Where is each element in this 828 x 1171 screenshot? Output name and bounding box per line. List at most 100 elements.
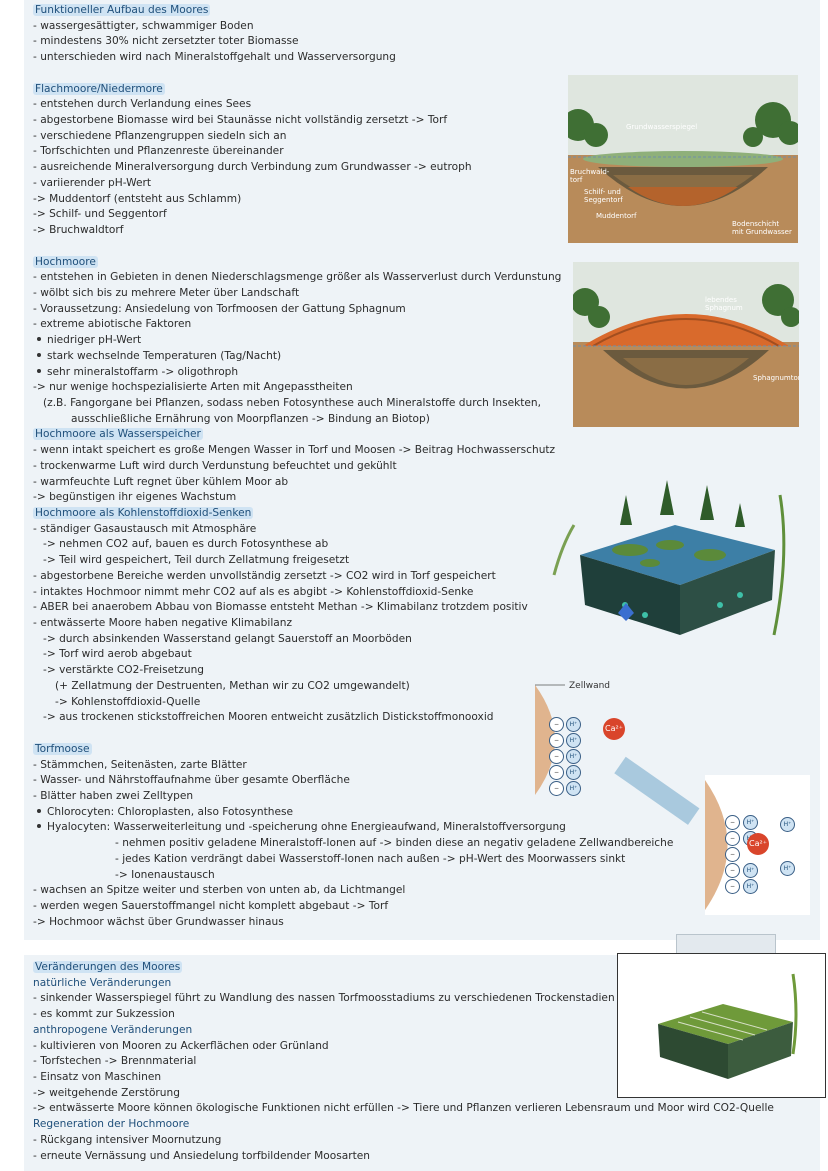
- text-line: -> aus trockenen stickstoffreichen Moore…: [33, 710, 673, 726]
- text-line: - werden wegen Sauerstoffmangel nicht ko…: [33, 899, 673, 915]
- text-line: - Torfstechen -> Brennmaterial: [33, 1054, 774, 1070]
- text-line: - sinkender Wasserspiegel führt zu Wandl…: [33, 991, 774, 1007]
- text-line: -> Hochmoor wächst über Grundwasser hina…: [33, 915, 673, 931]
- text-content: -> Hochmoor wächst über Grundwasser hina…: [33, 915, 284, 928]
- text-content: -> weitgehende Zerstörung: [33, 1086, 180, 1099]
- text-line: - wassergesättigter, schwammiger Boden: [33, 19, 673, 35]
- text-content: -> Muddentorf (entsteht aus Schlamm): [33, 192, 242, 205]
- text-content: niedriger pH-Wert: [47, 334, 142, 347]
- text-content: -> Bruchwaldtorf: [33, 224, 124, 237]
- bullet-icon: [37, 352, 41, 357]
- text-content: - Stämmchen, Seitenästen, zarte Blätter: [33, 758, 247, 771]
- text-line: -> nehmen CO2 auf, bauen es durch Fotosy…: [33, 537, 673, 553]
- text-line: -> entwässerte Moore können ökologische …: [33, 1101, 774, 1117]
- text-line: stark wechselnde Temperaturen (Tag/Nacht…: [33, 349, 673, 365]
- text-content: - Wasser- und Nährstoffaufnahme über ges…: [33, 774, 350, 787]
- text-content: - verschiedene Pflanzengruppen siedeln s…: [33, 129, 287, 142]
- flachmoor-illustration: Grundwasserspiegel Bruchwald-torf Schilf…: [568, 75, 798, 243]
- text-content: - ständiger Gasaustausch mit Atmosphäre: [33, 522, 257, 535]
- text-content: - intaktes Hochmoor nimmt mehr CO2 auf a…: [33, 585, 474, 598]
- text-content: -> Kohlenstoffdioxid-Quelle: [55, 695, 201, 708]
- text-content: - werden wegen Sauerstoffmangel nicht ko…: [33, 899, 389, 912]
- hydrogen-ion: H⁺: [566, 717, 581, 732]
- text-content: - Einsatz von Maschinen: [33, 1071, 162, 1084]
- text-line: sehr mineralstoffarm -> oligothroph: [33, 365, 673, 381]
- text-content: - sinkender Wasserspiegel führt zu Wandl…: [33, 992, 615, 1005]
- text-content: - wölbt sich bis zu mehrere Meter über L…: [33, 286, 300, 299]
- text-content: - abgestorbene Biomasse wird bei Staunäs…: [33, 114, 448, 127]
- hydrogen-ion: H⁺: [566, 765, 581, 780]
- text-content: - kultivieren von Mooren zu Ackerflächen…: [33, 1039, 329, 1052]
- text-line: -> durch absinkenden Wasserstand gelangt…: [33, 632, 673, 648]
- text-line: - Wasser- und Nährstoffaufnahme über ges…: [33, 773, 673, 789]
- text-content: - entstehen in Gebieten in denen Nieders…: [33, 271, 562, 284]
- subheading: natürliche Veränderungen: [33, 976, 172, 989]
- section-heading: Flachmoore/Niedermore: [33, 82, 165, 95]
- text-content: - jedes Kation verdrängt dabei Wassersto…: [115, 852, 626, 865]
- text-line: - abgestorbene Bereiche werden unvollstä…: [33, 569, 673, 585]
- text-line: - abgestorbene Biomasse wird bei Staunäs…: [33, 113, 673, 129]
- text-content: (z.B. Fangorgane bei Pflanzen, sodass ne…: [43, 396, 542, 409]
- text-content: -> aus trockenen stickstoffreichen Moore…: [43, 711, 494, 724]
- hydrogen-ion: H⁺: [743, 879, 758, 894]
- bullet-icon: [37, 808, 41, 813]
- text-line: ausschließliche Ernährung von Moorpflanz…: [33, 412, 673, 428]
- text-content: Hyalocyten: Wasserweiterleitung und -spe…: [47, 821, 566, 834]
- negative-charge-icon: −: [725, 815, 740, 830]
- text-line: - wölbt sich bis zu mehrere Meter über L…: [33, 286, 673, 302]
- text-content: - nehmen positiv geladene Mineralstoff-I…: [115, 837, 674, 850]
- text-line: - Stämmchen, Seitenästen, zarte Blätter: [33, 758, 673, 774]
- text-line: -> weitgehende Zerstörung: [33, 1086, 774, 1102]
- section-heading: Hochmoore: [33, 255, 98, 268]
- text-content: sehr mineralstoffarm -> oligothroph: [47, 365, 239, 378]
- text-line: - nehmen positiv geladene Mineralstoff-I…: [33, 836, 673, 852]
- text-content: - mindestens 30% nicht zersetzter toter …: [33, 35, 299, 48]
- text-content: - wachsen an Spitze weiter und sterben v…: [33, 884, 406, 897]
- text-content: -> Teil wird gespeichert, Teil durch Zel…: [43, 554, 350, 567]
- text-content: -> durch absinkenden Wasserstand gelangt…: [43, 632, 412, 645]
- text-line: - verschiedene Pflanzengruppen siedeln s…: [33, 129, 673, 145]
- text-content: - variierender pH-Wert: [33, 176, 151, 189]
- label-zellwand: Zellwand: [569, 681, 610, 691]
- negative-charge-icon: −: [549, 733, 564, 748]
- text-line: -> Schilf- und Seggentorf: [33, 207, 673, 223]
- text-line: -> verstärkte CO2-Freisetzung: [33, 663, 673, 679]
- text-line: - erneute Vernässung und Ansiedelung tor…: [33, 1149, 774, 1165]
- text-content: - ausreichende Mineralversorgung durch V…: [33, 161, 472, 174]
- bullet-icon: [37, 337, 41, 342]
- negative-charge-icon: −: [725, 831, 740, 846]
- text-line: Hyalocyten: Wasserweiterleitung und -spe…: [33, 820, 673, 836]
- text-content: Chlorocyten: Chloroplasten, also Fotosyn…: [47, 805, 294, 818]
- text-line: Torfmoose: [33, 742, 673, 758]
- text-content: ausschließliche Ernährung von Moorpflanz…: [71, 412, 430, 425]
- negative-charge-icon: −: [549, 765, 564, 780]
- text-line: Chlorocyten: Chloroplasten, also Fotosyn…: [33, 805, 673, 821]
- subheading: anthropogene Veränderungen: [33, 1023, 193, 1036]
- text-content: - Blätter haben zwei Zelltypen: [33, 789, 194, 802]
- text-line: Regeneration der Hochmoore: [33, 1117, 774, 1133]
- text-line: - wenn intakt speichert es große Mengen …: [33, 443, 673, 459]
- text-line: - entstehen in Gebieten in denen Nieders…: [33, 270, 673, 286]
- label-sphagnumtorf: Sphagnumtorf: [753, 374, 799, 382]
- hydrogen-ion: H⁺: [743, 815, 758, 830]
- text-line: - entstehen durch Verlandung eines Sees: [33, 97, 673, 113]
- text-content: - warmfeuchte Luft regnet über kühlem Mo…: [33, 475, 289, 488]
- hydrogen-ion: H⁺: [566, 781, 581, 796]
- hydrogen-ion: H⁺: [743, 863, 758, 878]
- text-content: - trockenwarme Luft wird durch Verdunstu…: [33, 459, 397, 472]
- text-content: (+ Zellatmung der Destruenten, Methan wi…: [55, 679, 410, 692]
- text-content: - entstehen durch Verlandung eines Sees: [33, 98, 252, 111]
- text-line: Hochmoore: [33, 255, 673, 271]
- hydrogen-ion-free: H⁺: [780, 861, 795, 876]
- text-content: -> Ionenaustausch: [115, 868, 215, 881]
- negative-charge-icon: −: [549, 781, 564, 796]
- label-muddentorf: Muddentorf: [596, 212, 637, 220]
- text-content: - Rückgang intensiver Moornutzung: [33, 1133, 222, 1146]
- label-schilftorf: Schilf- und Seggentorf: [584, 188, 623, 204]
- text-content: - Torfschichten und Pflanzenreste überei…: [33, 145, 284, 158]
- text-content: -> verstärkte CO2-Freisetzung: [43, 664, 205, 677]
- calcium-ion: Ca²⁺: [603, 718, 625, 740]
- text-line: - unterschieden wird nach Mineralstoffge…: [33, 50, 673, 66]
- label-lebendes-sphagnum: lebendes Sphagnum: [705, 296, 743, 312]
- text-line: -> nur wenige hochspezialisierte Arten m…: [33, 380, 673, 396]
